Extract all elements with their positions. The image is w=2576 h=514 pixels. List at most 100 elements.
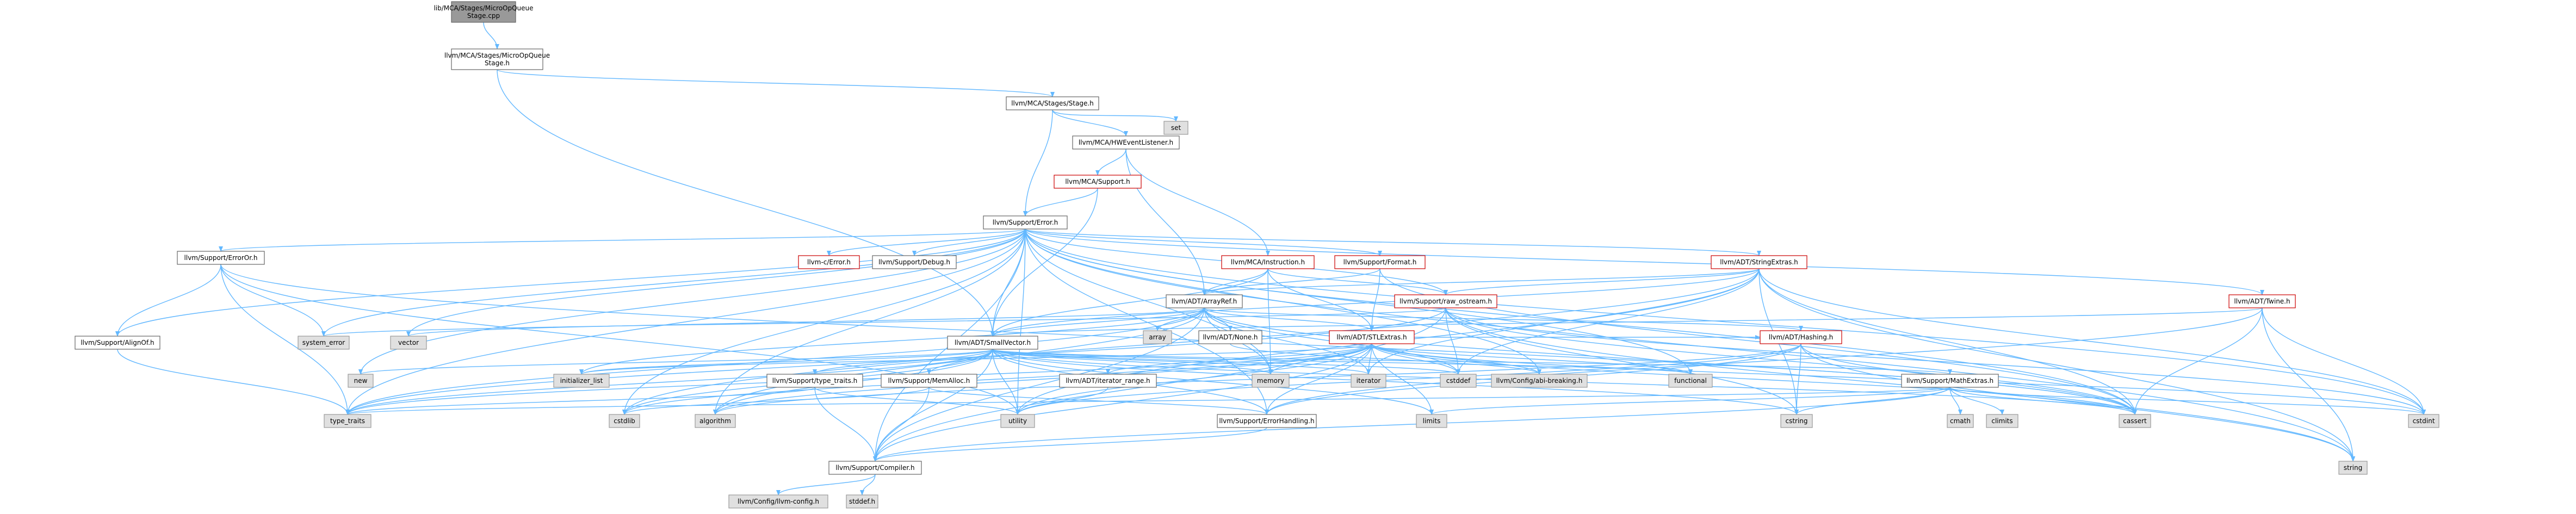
edge-arrayref-to-initlist — [579, 307, 1205, 375]
edge-arrow — [827, 228, 1026, 256]
node-arrayref[interactable]: llvm/ADT/ArrayRef.h — [1166, 294, 1243, 308]
node-box — [390, 336, 427, 350]
node-error[interactable]: llvm/Support/Error.h — [983, 215, 1068, 230]
node-box — [1054, 175, 1142, 189]
edge-arrow — [990, 268, 1268, 337]
node-label: algorithm — [699, 417, 731, 425]
node-box — [1780, 414, 1813, 428]
edge-arrow — [1267, 268, 1448, 295]
node-label: llvm-c/Error.h — [807, 258, 851, 266]
edge-arrow — [927, 349, 993, 375]
edge-arrow — [992, 349, 1434, 415]
node-box — [1059, 374, 1157, 388]
node-box — [1329, 330, 1415, 344]
node-cerror[interactable]: llvm-c/Error.h — [798, 255, 860, 269]
node-box — [324, 414, 371, 428]
node-none[interactable]: llvm/ADT/None.h — [1198, 330, 1262, 344]
node-rawos[interactable]: llvm/Support/raw_ostream.h — [1394, 294, 1497, 308]
node-syserr: system_error — [298, 336, 350, 350]
edge-mathext-to-typetraits — [346, 387, 1950, 415]
node-twine[interactable]: llvm/ADT/Twine.h — [2228, 294, 2296, 308]
node-support[interactable]: llvm/MCA/Support.h — [1054, 175, 1142, 189]
node-label: cstring — [1785, 417, 1807, 425]
node-smallvec[interactable]: llvm/ADT/SmallVector.h — [947, 336, 1038, 350]
node-format[interactable]: llvm/Support/Format.h — [1334, 255, 1426, 269]
edge-twine-to-cassert — [2133, 307, 2263, 415]
node-memalloc[interactable]: llvm/Support/MemAlloc.h — [881, 374, 977, 388]
node-box — [1072, 135, 1180, 150]
edge-arrow — [873, 307, 1205, 462]
node-label: llvm/Support/Format.h — [1343, 258, 1417, 266]
edge-arrow — [1445, 307, 2137, 415]
edge-rawos-to-cstdint — [1445, 307, 2426, 415]
edge-mathext-to-cassert — [1949, 387, 2137, 415]
edge-rawos-to-typetraits — [345, 307, 1446, 415]
node-box — [1491, 374, 1588, 388]
edge-arrow — [1052, 109, 1178, 122]
node-alignof[interactable]: llvm/Support/AlignOf.h — [75, 336, 160, 350]
edge-stlext-to-cassert — [1371, 343, 2137, 415]
edge-arrow — [1800, 343, 2355, 462]
edge-arrow — [406, 307, 1205, 337]
edge-arrow — [873, 343, 1372, 462]
node-new: new — [348, 374, 374, 388]
node-label: llvm/MCA/Stages/Stage.h — [1011, 100, 1094, 107]
node-mathext[interactable]: llvm/Support/MathExtras.h — [1901, 374, 1999, 388]
edge-strext-to-arrayref — [1202, 268, 1760, 295]
node-hwel[interactable]: llvm/MCA/HWEventListener.h — [1072, 135, 1180, 150]
node-stlext[interactable]: llvm/ADT/STLExtras.h — [1329, 330, 1415, 344]
edge-arrow — [1371, 343, 2137, 415]
node-label: llvm/MCA/Stages/MicroOpQueue — [444, 52, 550, 59]
edge-rawos-to-cstring — [1445, 307, 1799, 415]
edge-arrow — [990, 268, 1760, 337]
node-label: initializer_list — [560, 377, 603, 385]
node-compiler[interactable]: llvm/Support/Compiler.h — [828, 461, 922, 475]
edge-arrow — [1202, 268, 1760, 295]
edge-smallvec-to-memalloc — [927, 349, 993, 375]
edge-arrow — [1371, 343, 1693, 375]
edge-arrow — [873, 427, 1267, 462]
node-iterrange[interactable]: llvm/ADT/iterator_range.h — [1059, 374, 1157, 388]
edge-arrow — [1023, 109, 1053, 216]
edge-compiler-to-stddef — [860, 474, 876, 496]
edge-arrow — [345, 307, 1205, 415]
edge-mathext-to-climits — [1949, 387, 2004, 415]
edge-smallvec-to-limits — [992, 349, 1434, 415]
node-stage[interactable]: llvm/MCA/Stages/Stage.h — [1006, 96, 1099, 110]
node-label: memory — [1257, 377, 1284, 385]
node-instr[interactable]: llvm/MCA/Instruction.h — [1221, 255, 1315, 269]
node-box — [983, 215, 1068, 230]
edge-compiler-to-llvmconfig — [776, 474, 876, 496]
edge-arrow — [1949, 387, 2137, 415]
edge-smallvec-to-mathext — [992, 349, 1952, 375]
edge-arrow — [1794, 343, 1801, 415]
edge-arrow — [992, 349, 1273, 375]
edge-arrow — [579, 349, 993, 375]
node-label: new — [354, 377, 368, 385]
edge-error-to-format — [1025, 228, 1382, 256]
node-label: llvm/MCA/HWEventListener.h — [1079, 139, 1173, 146]
node-erroror[interactable]: llvm/Support/ErrorOr.h — [177, 251, 265, 265]
edge-arrow — [346, 387, 1950, 415]
edge-arrow — [860, 474, 876, 496]
node-debug[interactable]: llvm/Support/Debug.h — [872, 255, 957, 269]
edge-smallvec-to-initlist — [579, 349, 993, 375]
edge-arrow — [1445, 307, 1460, 375]
edge-arrow — [992, 349, 1460, 375]
node-box — [1006, 96, 1099, 110]
node-errhand[interactable]: llvm/Support/ErrorHandling.h — [1217, 414, 1317, 428]
node-functional: functional — [1668, 374, 1713, 388]
node-strext[interactable]: llvm/ADT/StringExtras.h — [1711, 255, 1807, 269]
node-hashing[interactable]: llvm/ADT/Hashing.h — [1760, 330, 1842, 344]
node-typetr[interactable]: llvm/Support/type_traits.h — [766, 374, 863, 388]
edge-error-to-vector — [406, 228, 1026, 337]
node-box — [872, 255, 957, 269]
edge-arrow — [406, 228, 1026, 337]
node-abibreak: llvm/Config/abi-breaking.h — [1491, 374, 1588, 388]
edge-format-to-arrayref — [1202, 268, 1380, 295]
node-box — [1166, 294, 1243, 308]
